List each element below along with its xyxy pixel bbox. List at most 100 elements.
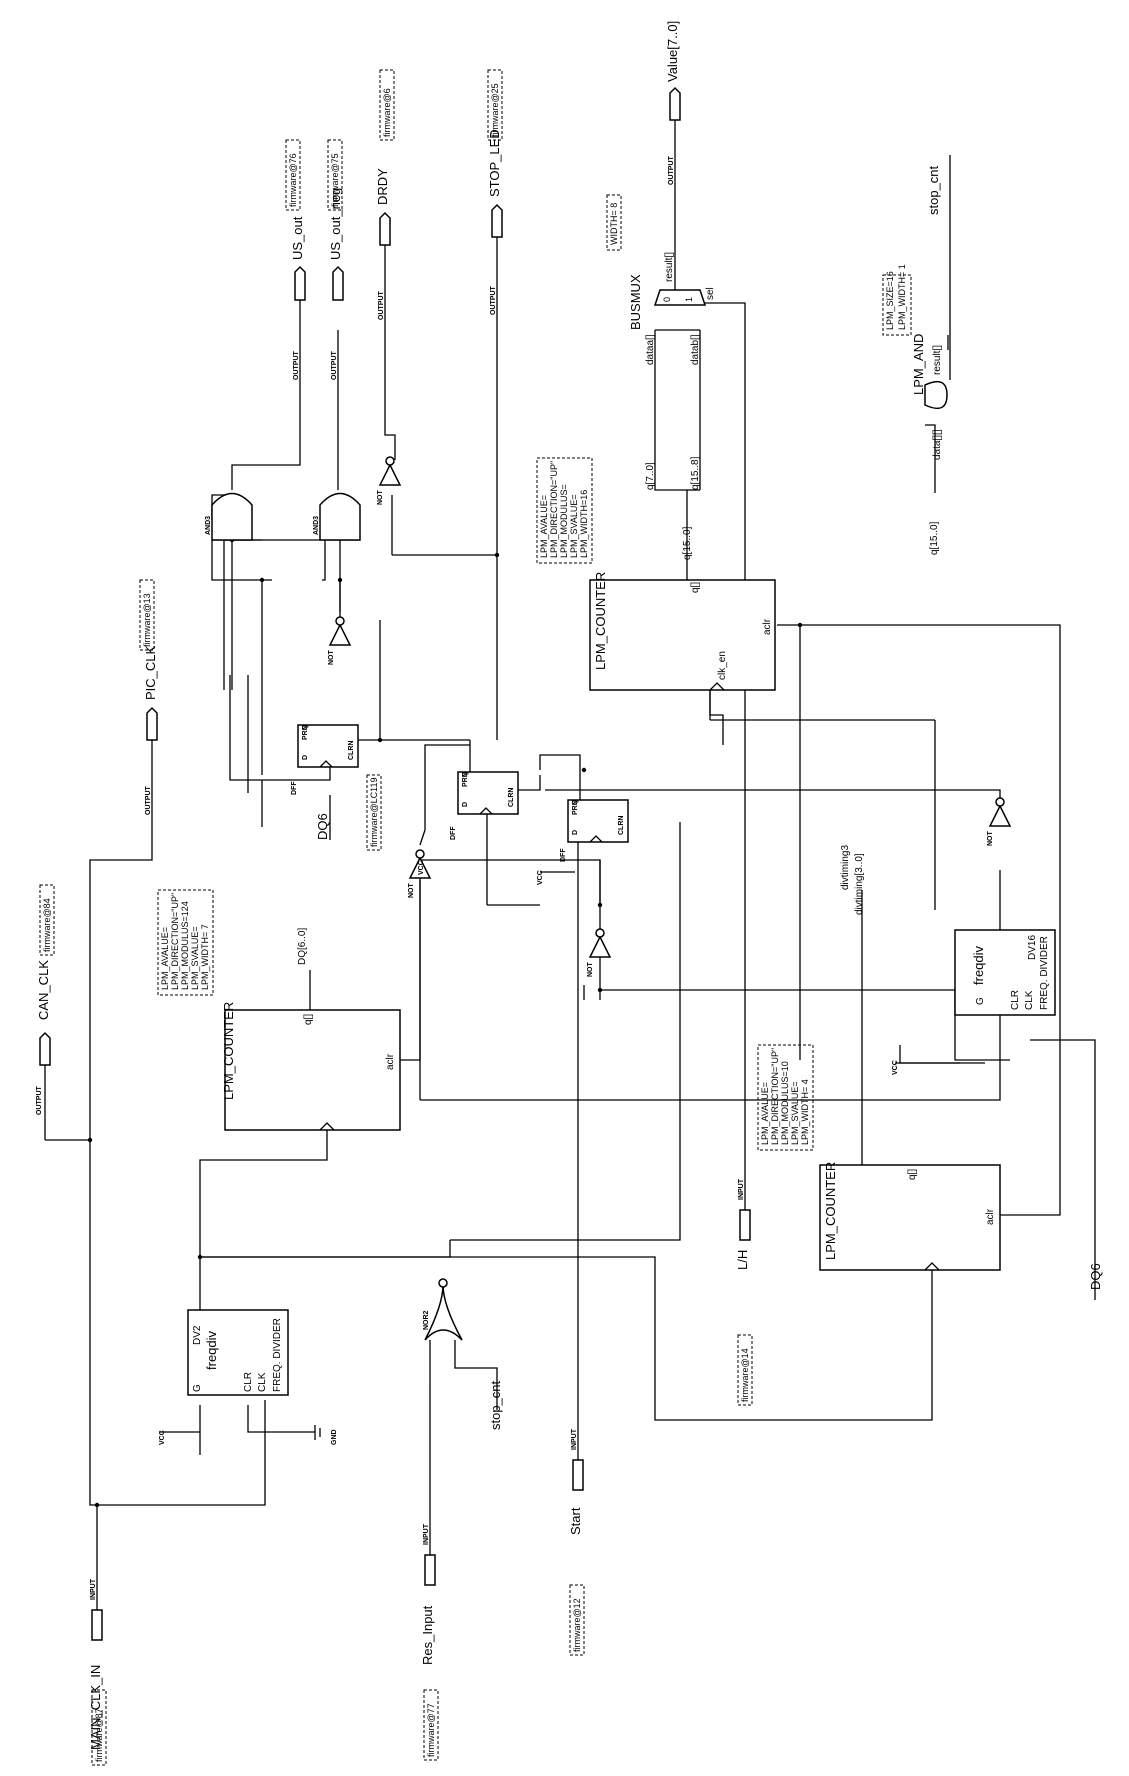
svg-text:firmware@12: firmware@12 xyxy=(572,1598,582,1652)
svg-text:LPM_MODULUS=10: LPM_MODULUS=10 xyxy=(780,1061,790,1145)
svg-text:data[][]: data[][] xyxy=(932,429,943,460)
not-gate-right[interactable]: NOT xyxy=(987,797,1012,847)
pin-tag: INPUT xyxy=(571,1428,578,1450)
svg-text:LPM_COUNTER: LPM_COUNTER xyxy=(593,572,608,670)
svg-text:FREQ. DIVIDER: FREQ. DIVIDER xyxy=(272,1318,283,1392)
not-gate-drdy[interactable]: NOT xyxy=(377,456,402,505)
params-lpm-and: LPM_SIZE=16 LPM_WIDTH= 1 xyxy=(882,264,912,336)
firmware-tag-us-out: firmware@76 xyxy=(285,139,301,211)
input-pin-start[interactable]: INPUT Start xyxy=(568,1428,584,1535)
svg-text:BUSMUX: BUSMUX xyxy=(628,274,643,330)
output-pin-can-clk[interactable]: OUTPUT CAN_CLK xyxy=(36,960,51,1115)
svg-text:firmware@75: firmware@75 xyxy=(330,153,340,207)
pin-tag: INPUT xyxy=(90,1578,97,1600)
pin-label: MAIN_CLK_IN xyxy=(88,1665,103,1750)
svg-text:firmware@76: firmware@76 xyxy=(288,153,298,207)
input-pin-lh[interactable]: INPUT L/H xyxy=(735,1178,751,1270)
pin-label: US_out_neg xyxy=(328,188,343,260)
svg-text:LPM_SIZE=16: LPM_SIZE=16 xyxy=(885,271,895,330)
output-pin-us-out-neg[interactable]: OUTPUT US_out_neg xyxy=(328,188,344,381)
and3-gate-right[interactable]: AND3 xyxy=(313,492,361,541)
svg-text:firmware@13: firmware@13 xyxy=(142,593,152,647)
nor2-gate[interactable]: NOR2 xyxy=(423,1278,463,1341)
output-pin-drdy[interactable]: OUTPUT DRDY xyxy=(375,168,391,321)
svg-text:result[]: result[] xyxy=(664,252,675,282)
svg-text:dataa[]: dataa[] xyxy=(645,334,656,365)
svg-text:NOT: NOT xyxy=(587,962,594,978)
svg-text:LPM_SVALUE=: LPM_SVALUE= xyxy=(190,926,200,990)
pin-label: CAN_CLK xyxy=(36,960,51,1020)
svg-text:VCC: VCC xyxy=(892,1060,899,1075)
svg-text:D: D xyxy=(462,802,469,807)
firmware-tag-main-clk: firmware@87 xyxy=(91,1689,107,1766)
svg-text:CLR: CLR xyxy=(1010,990,1021,1010)
pin-tag: OUTPUT xyxy=(378,291,385,321)
params-counter-top: LPM_AVALUE= LPM_DIRECTION="UP" LPM_MODUL… xyxy=(536,457,593,564)
not-gate-start[interactable]: NOT xyxy=(587,928,612,978)
vcc-dff-3: VCC xyxy=(537,870,575,885)
pin-tag: OUTPUT xyxy=(490,286,497,316)
pin-label: Value[7..0] xyxy=(665,21,680,82)
freq-divider-left[interactable]: freqdiv DV2 G CLR CLK FREQ. DIVIDER xyxy=(187,1309,289,1396)
svg-text:LPM_AVALUE=: LPM_AVALUE= xyxy=(539,495,549,558)
not-gate-dff[interactable]: NOT xyxy=(408,849,432,899)
dff-3[interactable]: D PRN Q CLRN DFF xyxy=(560,799,629,862)
output-pin-value[interactable]: OUTPUT Value[7..0] xyxy=(665,21,681,186)
svg-text:DV16: DV16 xyxy=(1027,935,1038,960)
svg-text:GND: GND xyxy=(331,1429,338,1445)
firmware-tag-lc119: firmware@LC119 xyxy=(366,774,382,851)
svg-text:WIDTH= 8: WIDTH= 8 xyxy=(609,203,619,245)
svg-text:LPM_DIRECTION="UP": LPM_DIRECTION="UP" xyxy=(170,893,180,990)
output-pin-pic-clk[interactable]: OUTPUT PIC_CLK xyxy=(143,645,158,815)
svg-text:firmware@84: firmware@84 xyxy=(42,898,52,952)
pin-label: Start xyxy=(568,1507,583,1535)
wires xyxy=(44,155,1096,1640)
svg-text:LPM_AVALUE=: LPM_AVALUE= xyxy=(760,1082,770,1145)
input-pin-main-clk[interactable]: INPUT MAIN_CLK_IN xyxy=(88,1578,103,1750)
svg-text:LPM_DIRECTION="UP": LPM_DIRECTION="UP" xyxy=(770,1048,780,1145)
svg-text:NOT: NOT xyxy=(328,650,335,666)
svg-text:firmware@87: firmware@87 xyxy=(94,1708,104,1762)
svg-text:NOT: NOT xyxy=(987,831,994,847)
not-gate-mid[interactable]: NOT xyxy=(328,616,352,666)
dff-1[interactable]: D PRN Q CLRN DFF xyxy=(291,724,359,795)
svg-text:divtiming[3..0]: divtiming[3..0] xyxy=(854,853,865,915)
firmware-tag-pic-clk: firmware@13 xyxy=(139,579,155,651)
svg-text:CLR: CLR xyxy=(243,1372,254,1392)
svg-text:freqdiv: freqdiv xyxy=(971,945,986,985)
svg-text:q[7..0]: q[7..0] xyxy=(645,462,656,490)
svg-text:stop_cnt: stop_cnt xyxy=(926,165,941,215)
lpm-counter-top[interactable]: LPM_COUNTER q[] aclr clk_en xyxy=(589,572,776,691)
lpm-counter-bottom[interactable]: LPM_COUNTER q[] aclr divtiming[3..0] div… xyxy=(819,845,1001,1271)
svg-text:VCC: VCC xyxy=(537,870,544,885)
output-pin-stop-led[interactable]: OUTPUT STOP_LED xyxy=(487,129,503,316)
svg-text:Q: Q xyxy=(462,771,469,777)
pin-tag: OUTPUT xyxy=(668,156,675,186)
svg-text:DFF: DFF xyxy=(560,848,567,862)
svg-text:DFF: DFF xyxy=(450,826,457,840)
svg-text:LPM_SVALUE=: LPM_SVALUE= xyxy=(569,494,579,558)
params-counter-bottom: LPM_AVALUE= LPM_DIRECTION="UP" LPM_MODUL… xyxy=(757,1044,814,1151)
firmware-tag-us-out-neg: firmware@75 xyxy=(327,139,343,211)
freq-divider-right[interactable]: freqdiv G CLR CLK FREQ. DIVIDER DV16 xyxy=(954,929,1056,1016)
input-pin-res-input[interactable]: INPUT Res_Input xyxy=(420,1523,436,1665)
pin-label: DRDY xyxy=(375,168,390,205)
params-busmux: WIDTH= 8 xyxy=(606,194,622,251)
svg-text:Q: Q xyxy=(302,724,309,730)
svg-text:LPM_SVALUE=: LPM_SVALUE= xyxy=(790,1081,800,1145)
and3-gate-left[interactable]: AND3 xyxy=(205,492,253,541)
lpm-counter-left[interactable]: LPM_COUNTER q[] aclr DQ[6..0] xyxy=(221,928,401,1131)
busmux[interactable]: BUSMUX dataa[] datab[] result[] sel 0 1 xyxy=(628,252,716,365)
pin-label: US_out xyxy=(290,216,305,260)
svg-text:VCC: VCC xyxy=(159,1430,166,1445)
svg-text:NOT: NOT xyxy=(408,883,415,899)
svg-text:FREQ. DIVIDER: FREQ. DIVIDER xyxy=(1039,936,1050,1010)
dff-2[interactable]: D PRN Q CLRN DFF xyxy=(450,771,519,840)
lpm-and[interactable]: LPM_AND data[][] result[] xyxy=(911,334,948,460)
svg-text:q[]: q[] xyxy=(907,1169,918,1180)
svg-text:PRN: PRN xyxy=(302,725,309,740)
output-pin-us-out[interactable]: OUTPUT US_out xyxy=(290,216,306,380)
svg-text:freqdiv: freqdiv xyxy=(204,1330,219,1370)
pin-tag: OUTPUT xyxy=(331,351,338,381)
